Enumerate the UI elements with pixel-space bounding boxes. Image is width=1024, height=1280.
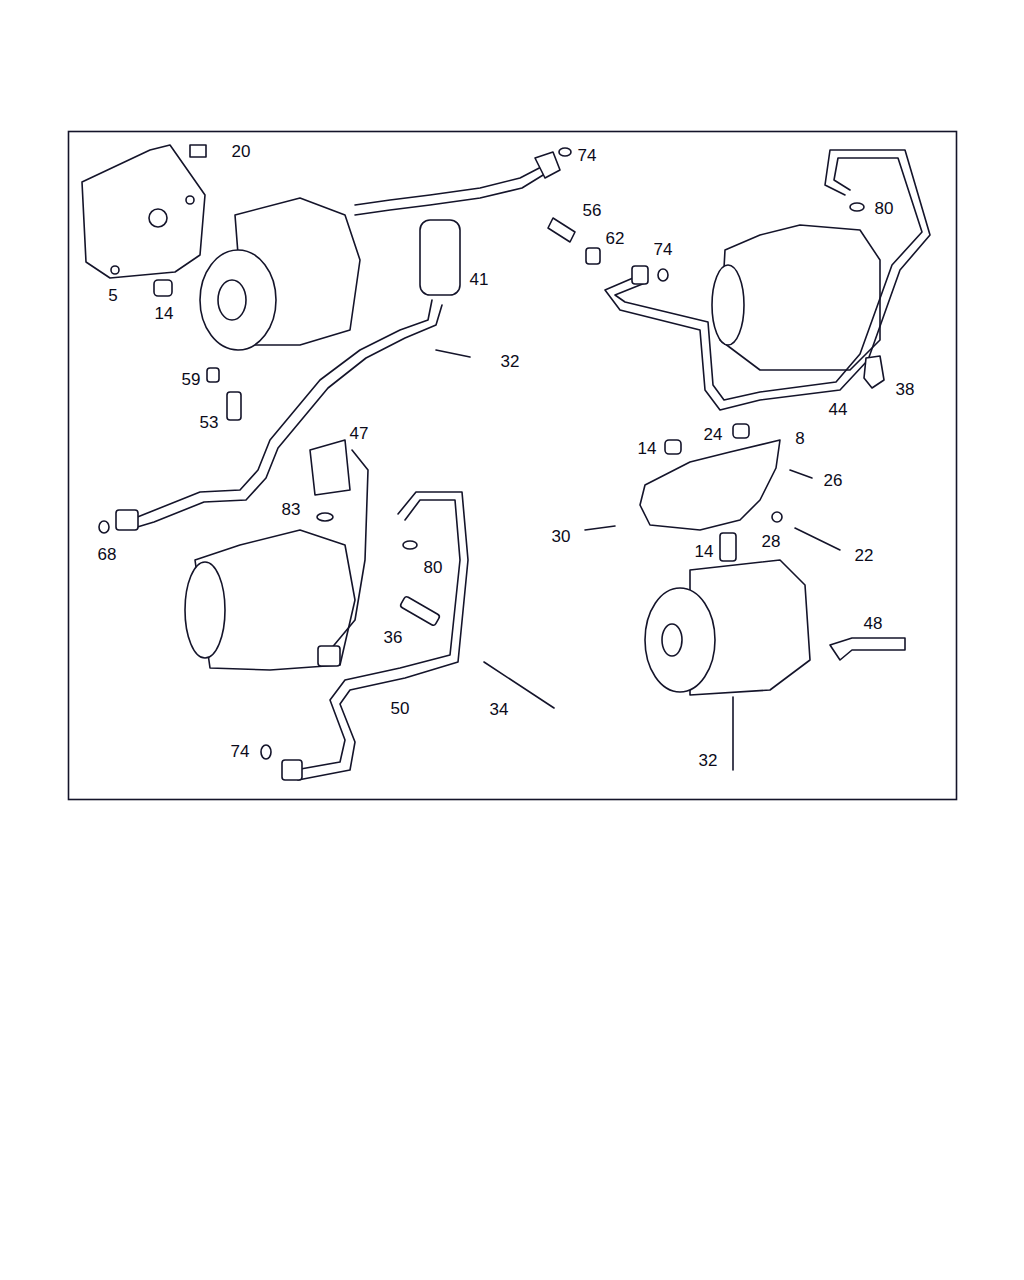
callout-number: 80 <box>423 559 444 576</box>
callout-number: 24 <box>703 426 724 443</box>
callout-number: 50 <box>390 700 411 717</box>
callout-number: 14 <box>154 305 175 322</box>
bolt <box>790 470 812 478</box>
callout-number: 20 <box>231 143 252 160</box>
callout-number: 59 <box>181 371 202 388</box>
pressure-switch <box>548 218 575 242</box>
refrigerant-hose <box>134 305 442 528</box>
bracket-hole <box>111 266 119 274</box>
callout-number: 34 <box>489 701 510 718</box>
pipe-nut <box>318 646 340 666</box>
bolt <box>795 528 840 550</box>
callout-number: 74 <box>577 147 598 164</box>
callout-number: 14 <box>694 543 715 560</box>
callout-number: 8 <box>794 430 805 447</box>
refrigerant-pipe <box>605 150 930 410</box>
callout-number: 32 <box>500 353 521 370</box>
refrigerant-pipe <box>298 492 468 780</box>
callout-number: 38 <box>895 381 916 398</box>
compressor-clutch <box>712 265 744 345</box>
bracket-hole <box>149 209 167 227</box>
callout-number: 68 <box>97 546 118 563</box>
compressor-hub <box>218 280 246 320</box>
refrigerant-pipe <box>615 158 922 400</box>
hose-nut <box>116 510 138 530</box>
callout-number: 80 <box>874 200 895 217</box>
compressor-clutch <box>200 250 276 350</box>
compressor-hub <box>662 624 682 656</box>
o-ring <box>317 513 333 521</box>
bolt <box>436 350 470 357</box>
callout-number: 30 <box>551 528 572 545</box>
callout-number: 26 <box>823 472 844 489</box>
refrigerant-hose <box>355 165 545 205</box>
callout-number: 48 <box>863 615 884 632</box>
callout-number: 22 <box>854 547 875 564</box>
bolt <box>732 697 734 770</box>
callout-number: 83 <box>281 501 302 518</box>
refrigerant-pipe <box>295 500 460 770</box>
mounting-bracket <box>640 440 780 530</box>
hose-nut <box>535 152 560 178</box>
pipe-nut <box>282 760 302 780</box>
o-ring <box>850 203 864 211</box>
callout-number: 5 <box>107 287 118 304</box>
callout-number: 47 <box>349 425 370 442</box>
mounting-bracket <box>82 145 205 278</box>
bushing <box>720 533 736 561</box>
callout-number: 44 <box>828 401 849 418</box>
pressure-switch <box>310 440 350 495</box>
callout-number: 62 <box>605 230 626 247</box>
callout-number: 14 <box>637 440 658 457</box>
cap-nut <box>586 248 600 264</box>
callout-number: 41 <box>469 271 490 288</box>
o-ring <box>261 745 271 759</box>
callout-number: 53 <box>199 414 220 431</box>
callout-number: 28 <box>761 533 782 550</box>
bushing <box>733 424 749 438</box>
refrigerant-pipe <box>330 450 368 650</box>
bushing <box>665 440 681 454</box>
bolt <box>190 145 206 157</box>
valve <box>227 392 241 420</box>
pipe-nut <box>632 266 648 284</box>
bolt <box>585 526 615 530</box>
callout-number: 74 <box>230 743 251 760</box>
refrigerant-hose <box>130 300 432 520</box>
o-ring <box>99 521 109 533</box>
washer <box>772 512 782 522</box>
cap-nut <box>207 368 219 382</box>
bushing <box>154 280 172 296</box>
cable-plug <box>830 638 905 660</box>
frame <box>69 132 957 800</box>
callout-number: 56 <box>582 202 603 219</box>
callout-number: 74 <box>653 241 674 258</box>
compressor-clutch <box>645 588 715 692</box>
callout-number: 36 <box>383 629 404 646</box>
bracket-hole <box>186 196 194 204</box>
receiver-drier <box>420 220 460 295</box>
callout-number: 32 <box>698 752 719 769</box>
refrigerant-hose <box>355 172 548 215</box>
pipe-clamp <box>864 356 884 388</box>
sleeve <box>400 596 441 626</box>
compressor-clutch <box>185 562 225 658</box>
o-ring <box>403 541 417 549</box>
o-ring <box>658 269 668 281</box>
o-ring <box>559 148 571 156</box>
